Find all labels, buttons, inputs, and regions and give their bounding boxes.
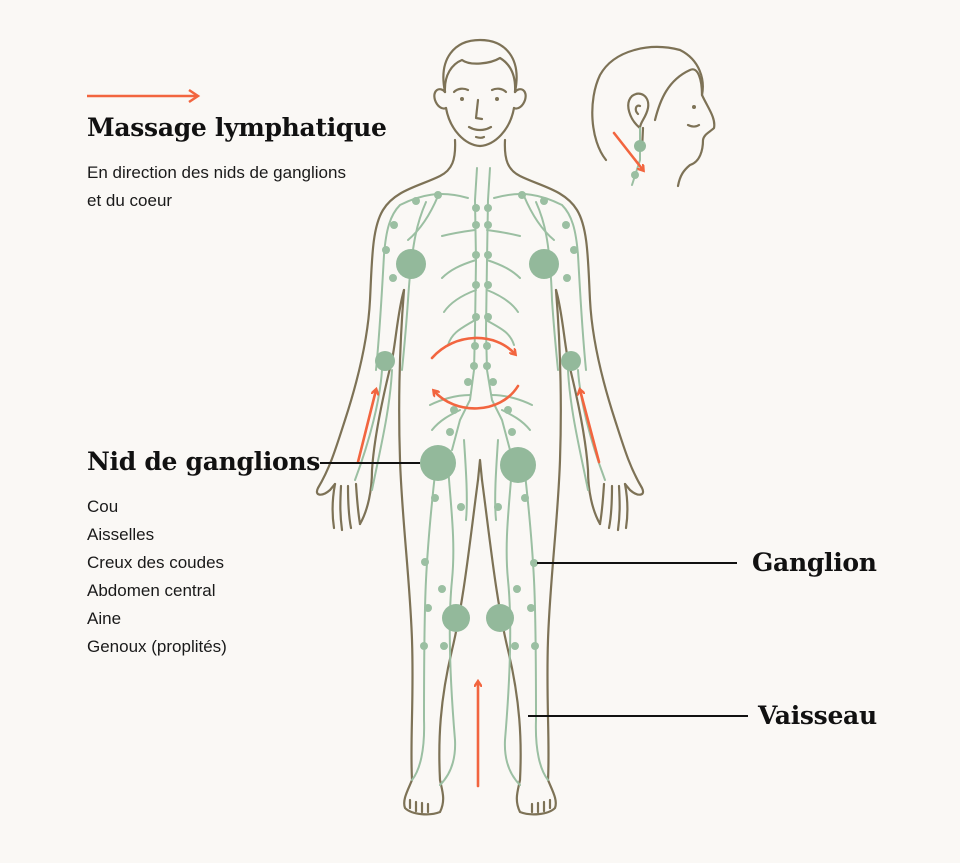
lymph-nodes-small bbox=[382, 171, 639, 650]
ganglion-label: Ganglion bbox=[752, 548, 877, 577]
vaisseau-label: Vaisseau bbox=[758, 701, 877, 730]
list-item: Cou bbox=[87, 497, 119, 516]
body-outline bbox=[315, 38, 716, 816]
arrow-right-icon bbox=[87, 88, 201, 104]
nid-de-ganglions-title: Nid de ganglions bbox=[87, 447, 321, 476]
list-item: Aisselles bbox=[87, 525, 155, 544]
lymph-nodes-large bbox=[375, 140, 646, 632]
list-item: Creux des coudes bbox=[87, 553, 225, 572]
legend-description: En direction des nids de ganglions et du… bbox=[87, 163, 346, 210]
nid-de-ganglions-list: Cou Aisselles Creux des coudes Abdomen c… bbox=[87, 493, 227, 661]
massage-direction-arrows bbox=[356, 131, 643, 788]
list-item: Genoux (proplités) bbox=[87, 637, 227, 656]
list-item: Abdomen central bbox=[87, 581, 216, 600]
legend-title: Massage lymphatique bbox=[87, 113, 387, 142]
list-item: Aine bbox=[87, 609, 122, 628]
leader-lines bbox=[320, 462, 748, 717]
